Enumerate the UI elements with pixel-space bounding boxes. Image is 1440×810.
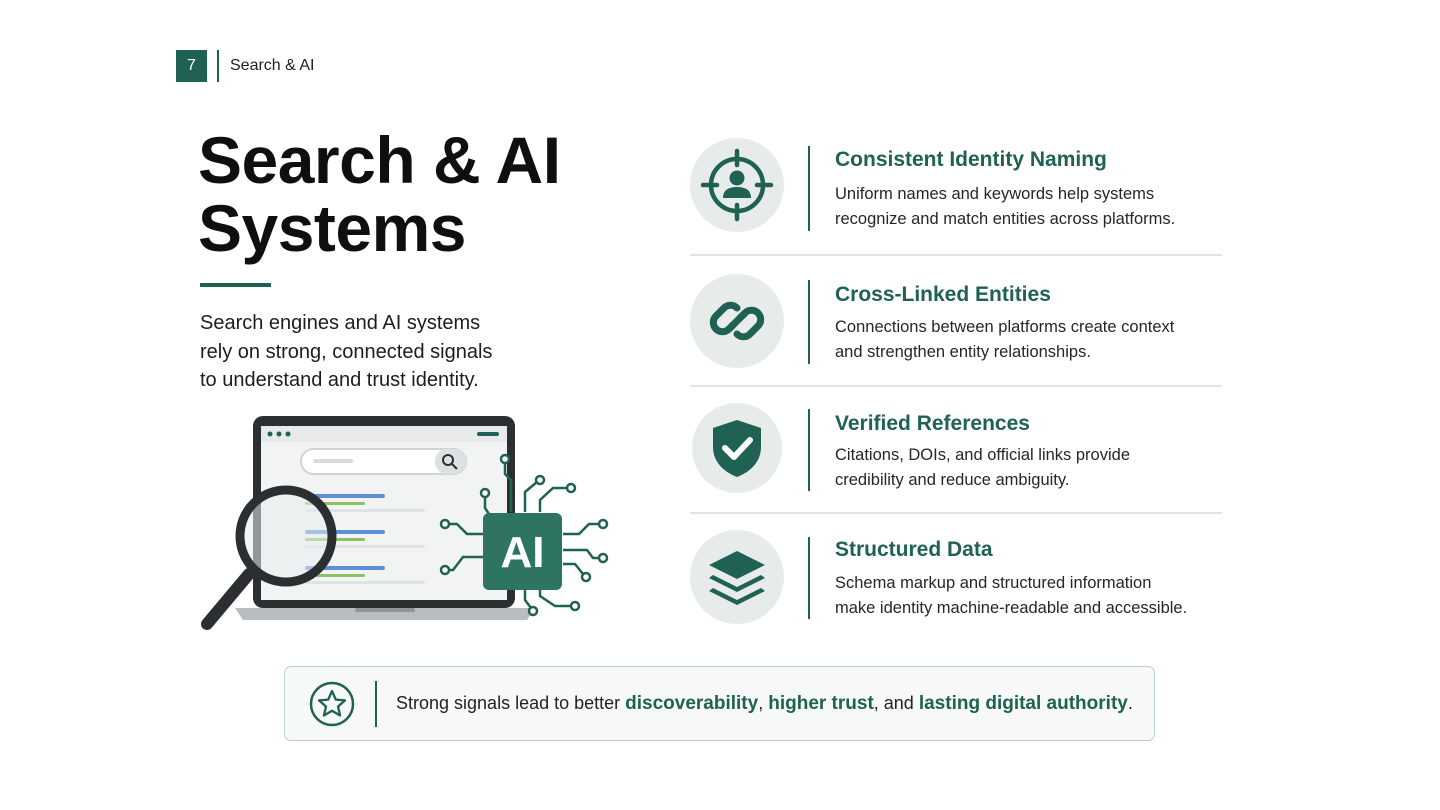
feature-desc-line: recognize and match entities across plat… — [835, 210, 1176, 228]
summary-callout: Strong signals lead to better discoverab… — [284, 666, 1155, 741]
section-label: Search & AI — [230, 57, 315, 74]
feature-desc-line: Uniform names and keywords help systems — [835, 185, 1155, 203]
callout-separator-text: , — [758, 693, 769, 713]
feature-separator — [808, 146, 810, 231]
feature-title: Consistent Identity Naming — [835, 148, 1107, 171]
feature-title: Cross-Linked Entities — [835, 283, 1051, 306]
page-title-line2: Systems — [198, 191, 467, 265]
feature-title: Verified References — [835, 412, 1030, 435]
feature-item: Structured Data Schema markup and struct… — [690, 530, 1222, 624]
shield-check-icon — [713, 420, 761, 477]
circuit-nodes — [439, 453, 609, 617]
callout-separator-text: , and — [873, 693, 919, 713]
star-icon-wrap — [309, 681, 355, 727]
feature-item: Consistent Identity Naming Uniform names… — [690, 138, 1222, 234]
intro-text: Search engines and AI systems rely on st… — [200, 309, 540, 395]
callout-text: Strong signals lead to better discoverab… — [396, 693, 1133, 715]
feature-item: Verified References Citations, DOIs, and… — [690, 403, 1222, 493]
feature-desc-line: Citations, DOIs, and official links prov… — [835, 446, 1130, 464]
star-icon — [309, 681, 355, 727]
page-number-badge: 7 — [176, 50, 207, 82]
header-separator — [217, 50, 219, 82]
feature-desc-line: credibility and reduce ambiguity. — [835, 471, 1070, 489]
feature-separator — [808, 280, 810, 364]
title-underline — [200, 283, 271, 287]
callout-highlight-trust: higher trust — [768, 693, 874, 714]
callout-suffix: . — [1127, 693, 1133, 713]
feature-item: Cross-Linked Entities Connections betwee… — [690, 274, 1222, 370]
feature-title: Structured Data — [835, 538, 993, 561]
feature-icon-bg — [690, 138, 784, 232]
feature-desc-line: Schema markup and structured information — [835, 574, 1152, 592]
link-icon — [709, 301, 765, 341]
page-title: Search & AI Systems — [198, 126, 561, 262]
page-title-line1: Search & AI — [198, 123, 561, 197]
feature-description: Connections between platforms create con… — [835, 315, 1215, 365]
feature-icon-bg — [692, 403, 782, 493]
feature-divider — [690, 385, 1222, 387]
feature-icon-bg — [690, 274, 784, 368]
feature-icon-bg — [690, 530, 784, 624]
callout-prefix: Strong signals lead to better — [396, 693, 626, 713]
ai-chip-label: AI — [501, 528, 545, 577]
feature-divider — [690, 512, 1222, 514]
search-ai-illustration: AI — [201, 416, 609, 630]
feature-divider — [690, 254, 1222, 256]
callout-highlight-discoverability: discoverability — [625, 693, 759, 714]
callout-separator — [375, 681, 377, 727]
intro-line1: Search engines and AI systems — [200, 312, 481, 334]
feature-description: Citations, DOIs, and official links prov… — [835, 443, 1215, 493]
feature-separator — [808, 409, 810, 491]
feature-desc-line: Connections between platforms create con… — [835, 318, 1175, 336]
layers-icon — [709, 551, 765, 605]
intro-line3: to understand and trust identity. — [200, 369, 479, 391]
feature-description: Schema markup and structured information… — [835, 571, 1215, 621]
callout-highlight-authority: lasting digital authority — [918, 693, 1128, 714]
feature-desc-line: make identity machine-readable and acces… — [835, 599, 1188, 617]
target-person-icon — [700, 148, 774, 222]
magnifier-icon — [201, 485, 337, 630]
feature-desc-line: and strengthen entity relationships. — [835, 343, 1091, 361]
intro-line2: rely on strong, connected signals — [200, 340, 493, 363]
page-number: 7 — [187, 57, 196, 74]
feature-separator — [808, 537, 810, 619]
feature-description: Uniform names and keywords help systems … — [835, 182, 1215, 232]
